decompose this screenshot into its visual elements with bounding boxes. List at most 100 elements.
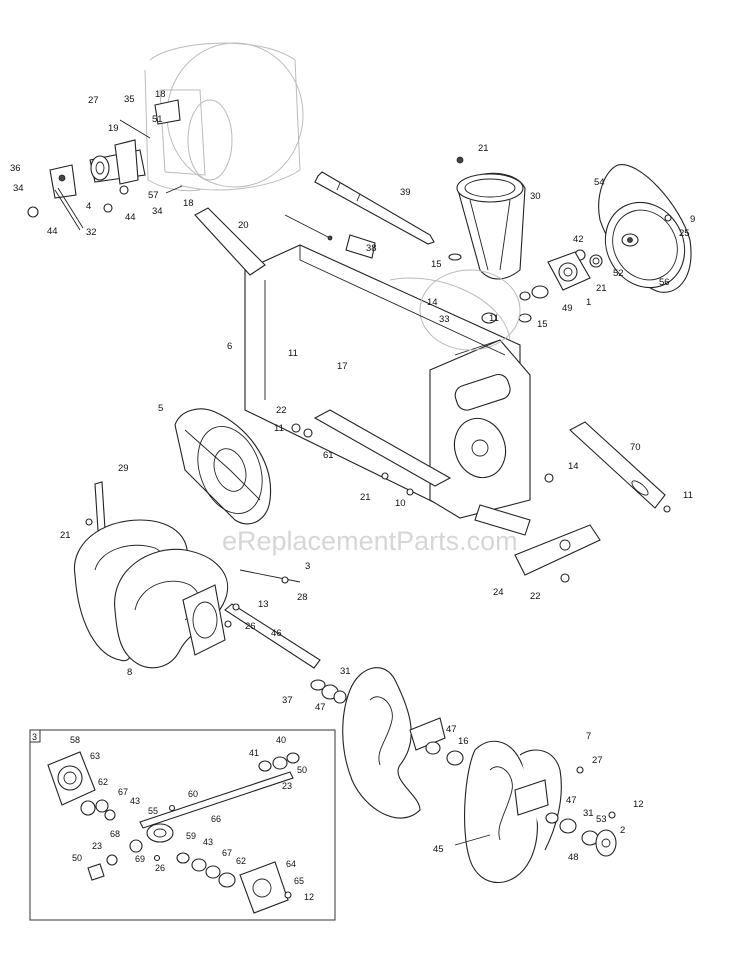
callout-21: 21	[478, 143, 489, 154]
auger-shaft	[224, 569, 347, 704]
callout-15: 15	[431, 259, 442, 270]
callout-6: 6	[227, 341, 232, 352]
callout-26: 26	[155, 863, 165, 873]
callout-27: 27	[88, 95, 99, 106]
callout-22: 22	[530, 591, 541, 602]
callout-47: 47	[566, 795, 577, 806]
callout-59: 59	[186, 831, 196, 841]
end-hardware	[545, 766, 617, 857]
callout-21: 21	[596, 283, 607, 294]
callout-50: 50	[72, 853, 82, 863]
callout-21: 21	[360, 492, 371, 503]
right-auger-outer	[454, 740, 562, 883]
callout-4: 4	[86, 201, 91, 212]
skid-shoe	[544, 421, 671, 513]
callout-16: 16	[458, 736, 469, 747]
callout-15: 15	[537, 319, 548, 330]
callout-46: 46	[271, 628, 282, 639]
callout-55: 55	[148, 806, 158, 816]
callout-47: 47	[315, 702, 326, 713]
belt-pulley	[574, 164, 692, 293]
callout-53: 53	[596, 814, 607, 825]
callout-48: 48	[568, 852, 579, 863]
callout-45: 45	[433, 844, 444, 855]
drive-shaft	[314, 171, 435, 245]
callout-11: 11	[288, 348, 298, 359]
auger-housing	[194, 207, 531, 519]
callout-68: 68	[110, 829, 120, 839]
callout-61: 61	[323, 450, 334, 461]
callout-44: 44	[125, 212, 136, 223]
callout-25: 25	[679, 228, 690, 239]
callout-7: 7	[586, 731, 591, 742]
right-auger-center	[342, 667, 446, 819]
callout-51: 51	[152, 114, 163, 125]
callout-67: 67	[118, 787, 128, 797]
callout-58: 58	[70, 735, 80, 745]
callout-2: 2	[620, 825, 625, 836]
callout-70: 70	[630, 442, 641, 453]
callout-27: 27	[592, 755, 603, 766]
callout-41: 41	[249, 748, 259, 758]
callout-13: 13	[258, 599, 269, 610]
callout-11: 11	[274, 423, 284, 434]
callout-42: 42	[573, 234, 584, 245]
callout-36: 36	[10, 163, 21, 174]
callout-54: 54	[594, 177, 605, 188]
callout-62: 62	[98, 777, 108, 787]
callout-52: 52	[613, 268, 624, 279]
callout-8: 8	[127, 667, 132, 678]
callout-64: 64	[286, 859, 296, 869]
callout-31: 31	[340, 666, 351, 677]
callout-19: 19	[108, 123, 119, 134]
callout-23: 23	[92, 841, 102, 851]
callout-12: 12	[304, 892, 314, 902]
callout-50: 50	[297, 765, 307, 775]
skid-plate	[514, 524, 601, 583]
callout-31: 31	[583, 808, 594, 819]
callout-38: 38	[366, 243, 377, 254]
callout-44: 44	[47, 226, 58, 237]
callout-40: 40	[276, 735, 286, 745]
callout-20: 20	[238, 220, 249, 231]
callout-17: 17	[337, 361, 348, 372]
callout-39: 39	[400, 187, 411, 198]
callout-14: 14	[568, 461, 579, 472]
callout-43: 43	[130, 796, 140, 806]
engine-ghost	[144, 42, 304, 192]
callout-14: 14	[427, 297, 438, 308]
impeller	[174, 408, 272, 525]
callout-47: 47	[446, 724, 457, 735]
callout-69: 69	[135, 854, 145, 864]
callout-37: 37	[282, 695, 293, 706]
callout-28: 28	[297, 592, 308, 603]
bearing-assembly	[481, 251, 591, 324]
callout-22: 22	[276, 405, 287, 416]
callout-9: 9	[690, 214, 695, 225]
callout-33: 33	[439, 314, 450, 325]
inset-tag: 3	[32, 732, 37, 742]
callout-60: 60	[188, 789, 198, 799]
callout-1: 1	[586, 297, 591, 308]
callout-18: 18	[183, 198, 194, 209]
scraper-bar	[291, 409, 531, 536]
callout-32: 32	[86, 227, 97, 238]
pulley-linkage	[27, 99, 183, 231]
callout-21: 21	[60, 530, 71, 541]
left-auger	[73, 519, 229, 669]
callout-35: 35	[124, 94, 135, 105]
callout-49: 49	[562, 303, 573, 314]
callout-11: 11	[489, 313, 499, 324]
callout-10: 10	[395, 498, 406, 509]
callout-30: 30	[530, 191, 541, 202]
callout-67: 67	[222, 848, 232, 858]
callout-5: 5	[158, 403, 163, 414]
callout-66: 66	[211, 814, 221, 824]
callout-18: 18	[155, 89, 166, 100]
callout-24: 24	[493, 587, 504, 598]
callout-56: 56	[659, 277, 670, 288]
callout-57: 57	[148, 190, 159, 201]
